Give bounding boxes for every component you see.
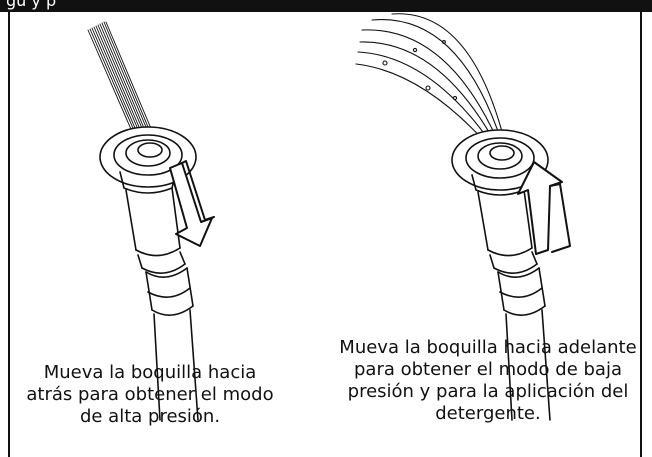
caption-line: para obtener el modo de baja — [354, 359, 622, 380]
arrow-forward-icon — [517, 161, 571, 255]
header-bar: gu y p — [0, 0, 652, 12]
content-frame — [8, 12, 642, 457]
caption-line: atrás para obtener el modo — [26, 384, 274, 405]
header-title: gu y p — [6, 0, 57, 10]
caption-line: detergente. — [435, 403, 541, 424]
caption-line: presión y para la aplicación del — [347, 381, 629, 402]
nozzle-right — [451, 129, 551, 421]
arrow-back-icon — [169, 160, 215, 247]
caption-line: Mueva la boquilla hacia adelante — [339, 337, 637, 358]
caption-line: Mueva la boquilla hacia — [43, 362, 257, 383]
caption-high-pressure: Mueva la boquilla hacia atrás para obten… — [20, 362, 280, 428]
caption-line: de alta presión. — [79, 406, 221, 427]
caption-low-pressure: Mueva la boquilla hacia adelante para ob… — [338, 337, 638, 425]
